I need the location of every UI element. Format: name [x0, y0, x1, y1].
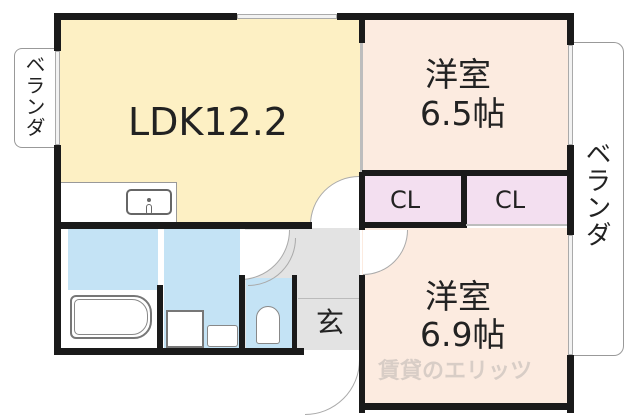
- wall: [54, 13, 237, 20]
- wall: [362, 170, 572, 176]
- sink-icon: [126, 189, 172, 215]
- wall: [567, 355, 574, 413]
- western-room-1-label-size: 6.5帖: [420, 94, 506, 133]
- closet-1-label: CL: [390, 186, 421, 214]
- washing-machine-icon: [166, 310, 204, 348]
- wall: [567, 145, 574, 235]
- window-left-ldk: [55, 51, 60, 145]
- balcony-right-label: ベランダ: [581, 140, 611, 248]
- ldk-label: LDK12.2: [128, 100, 288, 144]
- wall: [359, 13, 365, 43]
- entrance-label: 玄: [316, 306, 345, 339]
- entrance: [298, 298, 360, 350]
- window-right-room-1: [568, 45, 573, 145]
- window-top-ldk: [237, 14, 337, 19]
- wall: [54, 222, 312, 229]
- wall: [359, 172, 365, 230]
- wall: [54, 145, 61, 355]
- wall: [359, 403, 574, 410]
- balcony-left: [14, 48, 54, 148]
- western-room-1-label-name: 洋室: [425, 55, 491, 94]
- wall: [239, 275, 245, 351]
- wall: [54, 13, 61, 51]
- closet-1: [362, 175, 464, 225]
- balcony-right: [574, 42, 624, 356]
- wash-basin-icon: [207, 325, 238, 347]
- western-room-2-label-size: 6.9帖: [420, 315, 506, 354]
- wall: [567, 13, 574, 45]
- wall: [292, 275, 297, 351]
- toilet-icon: [256, 306, 280, 344]
- western-room-2-label-name: 洋室: [425, 277, 491, 316]
- wall: [359, 275, 365, 413]
- window-right-room-2: [568, 235, 573, 355]
- partition: [466, 224, 570, 226]
- closet-2: [467, 175, 570, 225]
- closet-2-label: CL: [495, 186, 526, 214]
- bathroom: [68, 228, 158, 290]
- wall: [362, 222, 466, 228]
- wall: [461, 170, 467, 228]
- wall: [337, 13, 573, 20]
- watermark: 賃貸のエリッツ: [378, 359, 533, 384]
- bathtub: [62, 290, 158, 346]
- wall: [157, 285, 163, 351]
- wall: [54, 348, 304, 355]
- room-western-1: [362, 18, 570, 173]
- balcony-left-label: ベランダ: [22, 54, 46, 138]
- partition: [360, 43, 363, 173]
